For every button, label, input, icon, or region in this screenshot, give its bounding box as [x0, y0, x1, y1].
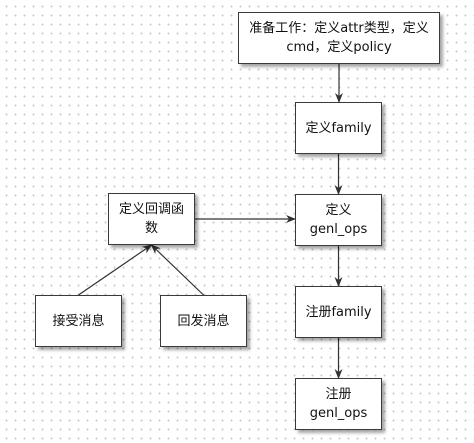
define-family-box: 定义family	[295, 102, 382, 154]
reply-message-box: 回发消息	[160, 295, 247, 347]
register-family-box: 注册family	[295, 286, 382, 338]
define-callback-box: 定义回调函 数	[108, 193, 195, 245]
arrow-reply-message-to-define-callback	[150, 244, 204, 296]
define-genl-ops-box: 定义 genl_ops	[295, 194, 382, 246]
define-genl-ops-label: 定义 genl_ops	[309, 203, 368, 237]
define-family-label: 定义family	[305, 120, 372, 136]
register-family-label: 注册family	[305, 304, 372, 320]
register-genl-ops-box: 注册 genl_ops	[295, 378, 382, 430]
receive-message-label: 接受消息	[52, 313, 105, 329]
arrow-receive-message-to-define-callback	[78, 244, 153, 296]
prepare-step-box: 准备工作：定义attr类型，定义 cmd，定义policy	[238, 12, 440, 64]
define-callback-label: 定义回调函 数	[118, 202, 184, 236]
prepare-step-label: 准备工作：定义attr类型，定义 cmd，定义policy	[249, 21, 429, 55]
reply-message-label: 回发消息	[177, 313, 230, 329]
receive-message-box: 接受消息	[35, 295, 122, 347]
register-genl-ops-label: 注册 genl_ops	[309, 387, 368, 421]
